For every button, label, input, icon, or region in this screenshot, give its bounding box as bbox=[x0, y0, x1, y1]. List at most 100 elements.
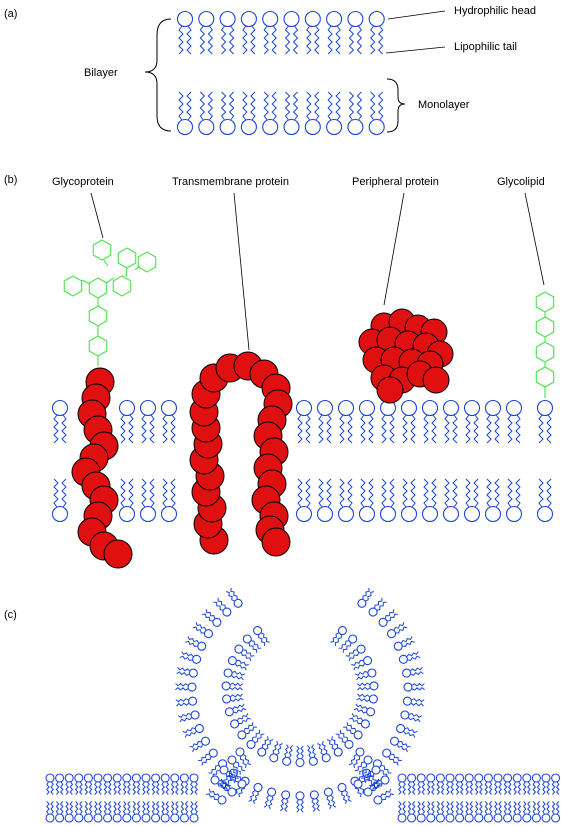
phospholipid-upper bbox=[483, 773, 493, 796]
phospholipid-lower bbox=[118, 478, 136, 523]
phospholipid-lower bbox=[445, 800, 455, 823]
phospholipid-outer bbox=[392, 635, 416, 653]
phospholipid-upper bbox=[283, 10, 300, 55]
phospholipid-inner bbox=[305, 743, 319, 767]
phospholipid-outer bbox=[322, 786, 338, 810]
phospholipid-outer bbox=[262, 786, 278, 810]
phospholipid-lower bbox=[179, 800, 189, 823]
phospholipid-lower bbox=[337, 478, 355, 523]
phospholipid-lower bbox=[503, 800, 513, 823]
phospholipid-upper bbox=[368, 10, 385, 55]
phospholipid-lower bbox=[407, 800, 417, 823]
phospholipid-upper bbox=[160, 399, 178, 444]
phospholipid-upper bbox=[493, 773, 503, 796]
phospholipid-lower bbox=[139, 478, 157, 523]
bilayer-lipids-a bbox=[176, 10, 385, 136]
vesicle-budding-lipids bbox=[45, 586, 561, 823]
phospholipid-outer bbox=[279, 789, 291, 813]
phospholipid-lower bbox=[505, 478, 523, 523]
phospholipid-upper bbox=[445, 773, 455, 796]
phospholipid-inner bbox=[295, 745, 305, 768]
phospholipid-lower bbox=[435, 800, 445, 823]
phospholipid-lower bbox=[283, 91, 300, 136]
transmembrane-protein-label: Transmembrane protein bbox=[172, 176, 289, 188]
phospholipid-lower bbox=[316, 478, 334, 523]
phospholipid-neck bbox=[347, 745, 367, 769]
phospholipid-upper bbox=[83, 773, 93, 796]
phospholipid-upper bbox=[131, 773, 141, 796]
phospholipid-upper bbox=[240, 10, 257, 55]
phospholipid-lower bbox=[512, 800, 522, 823]
phospholipid-lower bbox=[189, 800, 199, 823]
phospholipid-outer bbox=[177, 709, 201, 724]
phospholipid-upper bbox=[522, 773, 532, 796]
phospholipid-lower bbox=[326, 91, 343, 136]
phospholipid-lower bbox=[219, 91, 236, 136]
phospholipid-outer bbox=[309, 789, 321, 813]
phospholipid-neck bbox=[233, 745, 253, 769]
phospholipid-lower bbox=[170, 800, 180, 823]
phospholipid-outer bbox=[191, 620, 215, 640]
phospholipid-upper bbox=[464, 773, 474, 796]
phospholipid-lower bbox=[464, 800, 474, 823]
phospholipid-outer bbox=[188, 735, 212, 754]
phospholipid-inner bbox=[350, 654, 374, 672]
phospholipid-outer bbox=[175, 696, 198, 708]
phospholipid-outer bbox=[212, 596, 234, 619]
phospholipid-lower bbox=[122, 800, 132, 823]
phospholipid-upper bbox=[176, 10, 194, 55]
phospholipid-upper bbox=[379, 399, 397, 444]
phospholipid-lower bbox=[51, 478, 69, 523]
phospholipid-lower bbox=[151, 800, 161, 823]
phospholipid-lower bbox=[64, 800, 74, 823]
phospholipid-outer bbox=[224, 586, 245, 610]
panel-a-label: (a) bbox=[4, 8, 17, 20]
phospholipid-upper bbox=[45, 773, 55, 796]
phospholipid-lower bbox=[416, 800, 426, 823]
phospholipid-upper bbox=[262, 10, 279, 55]
phospholipid-outer bbox=[295, 791, 305, 813]
phospholipid-upper bbox=[421, 399, 439, 444]
phospholipid-upper bbox=[189, 773, 199, 796]
phospholipid-upper bbox=[64, 773, 74, 796]
panel-a: (a) Hydrophilic head Lipophilic tail Bil… bbox=[4, 5, 536, 136]
phospholipid-lower bbox=[262, 91, 279, 136]
phospholipid-lower bbox=[176, 91, 194, 136]
phospholipid-inner bbox=[356, 681, 379, 692]
panel-b: (b) Glycoprotein Transmembrane protein P… bbox=[4, 174, 555, 569]
phospholipid-upper bbox=[407, 773, 417, 796]
phospholipid-outer bbox=[336, 781, 353, 805]
phospholipid-inner bbox=[226, 654, 250, 672]
glycoprotein-sugar-chain bbox=[63, 239, 157, 366]
phospholipid-upper bbox=[170, 773, 180, 796]
phospholipid-upper bbox=[512, 773, 522, 796]
phospholipid-lower bbox=[160, 800, 170, 823]
protein-residue bbox=[103, 539, 133, 569]
bilayer-lipids-b bbox=[51, 399, 554, 523]
phospholipid-lower bbox=[240, 91, 257, 136]
phospholipid-inner bbox=[221, 681, 244, 692]
phospholipid-outer bbox=[247, 781, 264, 805]
phospholipid-lower bbox=[536, 478, 554, 523]
phospholipid-upper bbox=[112, 773, 122, 796]
phospholipid-outer bbox=[174, 682, 197, 692]
phospholipid-upper bbox=[442, 399, 460, 444]
phospholipid-upper bbox=[118, 399, 136, 444]
phospholipid-upper bbox=[484, 399, 502, 444]
phospholipid-lower bbox=[347, 91, 364, 136]
phospholipid-neck bbox=[368, 773, 392, 793]
phospholipid-lower bbox=[421, 478, 439, 523]
phospholipid-upper bbox=[55, 773, 65, 796]
phospholipid-neck bbox=[205, 787, 229, 807]
transmembrane-protein bbox=[189, 351, 293, 557]
phospholipid-lower bbox=[463, 478, 481, 523]
phospholipid-inner bbox=[353, 702, 377, 718]
lipophilic-tail-label: Lipophilic tail bbox=[454, 41, 517, 53]
phospholipid-outer bbox=[355, 586, 376, 610]
phospholipid-outer bbox=[179, 650, 203, 665]
peripheral-protein bbox=[358, 308, 454, 404]
phospholipid-outer bbox=[366, 596, 388, 619]
phospholipid-lower bbox=[551, 800, 561, 823]
phospholipid-upper bbox=[139, 399, 157, 444]
